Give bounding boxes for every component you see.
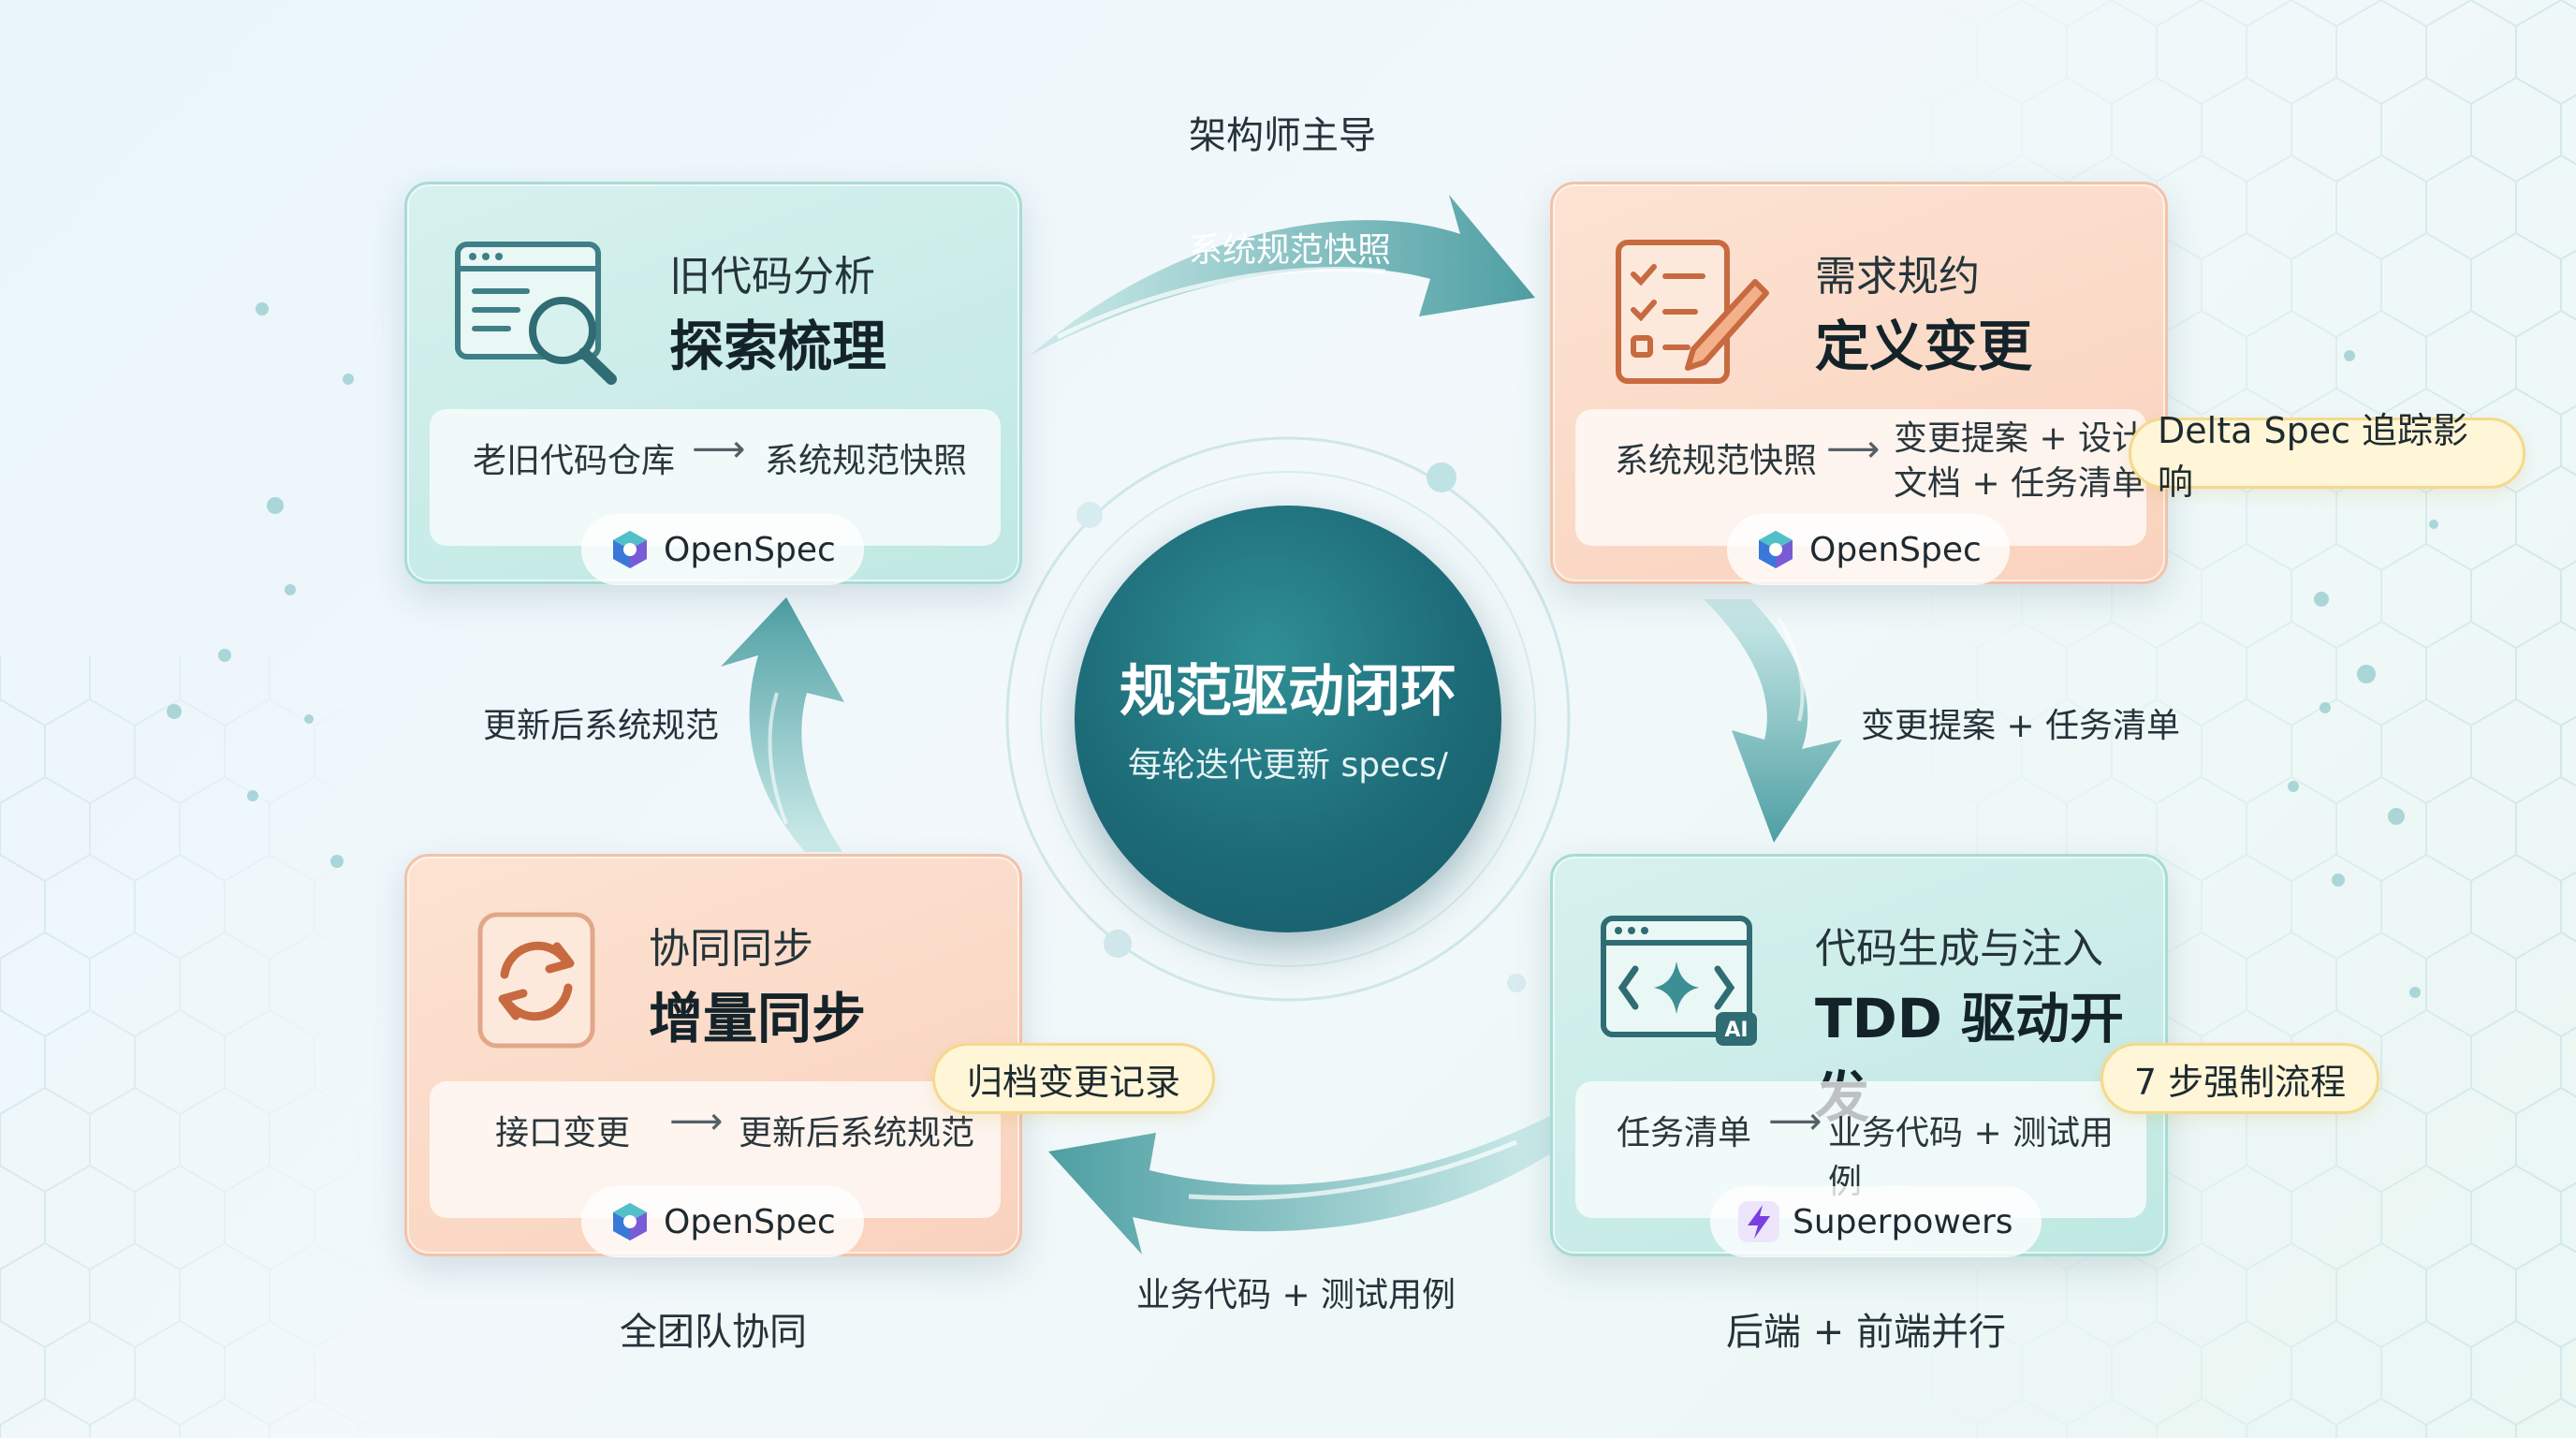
ai-window-icon: AI <box>1601 916 1757 1046</box>
arrow-right <box>1704 599 1842 843</box>
tag-delta-spec: Delta Spec 追踪影响 <box>2129 410 2525 503</box>
label-bottom-arrow: 业务代码 + 测试用例 <box>1136 1276 1456 1314</box>
tool-badge: Superpowers <box>1710 1186 2042 1257</box>
tag-archive: 归档变更记录 <box>932 1043 1215 1114</box>
flow-arrow-icon: ⟶ <box>1768 1100 1822 1143</box>
card-title: 增量同步 <box>649 987 867 1050</box>
label-architect: 架构师主导 <box>1189 114 1376 157</box>
card-flow: 接口变更 ⟶ 更新后系统规范 <box>430 1081 1001 1218</box>
label-backend-frontend: 后端 + 前端并行 <box>1726 1311 2006 1354</box>
card-generate: AI 代码生成与注入 TDD 驱动开发 任务清单 ⟶ 业务代码 + 测试用例 S… <box>1550 854 2168 1257</box>
flow-to-line2: 文档 + 任务清单 <box>1894 464 2146 503</box>
card-subtitle: 需求规约 <box>1815 253 1980 301</box>
flow-to: 更新后系统规范 <box>739 1114 975 1152</box>
tool-name: OpenSpec <box>664 530 836 569</box>
tool-name: OpenSpec <box>664 1202 836 1241</box>
tool-badge: OpenSpec <box>1727 514 2010 585</box>
sync-arrows-icon <box>477 912 595 1049</box>
flow-to: 系统规范快照 <box>765 442 968 480</box>
card-subtitle: 协同同步 <box>649 925 813 973</box>
flow-from: 任务清单 <box>1617 1114 1752 1152</box>
code-search-icon <box>455 242 617 385</box>
center-loop-circle: 规范驱动闭环 每轮迭代更新 specs/ <box>1075 506 1501 932</box>
arrow-top <box>1030 195 1535 356</box>
flow-arrow-icon: ⟶ <box>669 1100 724 1143</box>
label-right-arrow: 变更提案 + 任务清单 <box>1861 707 2181 745</box>
flow-from: 接口变更 <box>495 1114 631 1152</box>
openspec-icon <box>613 531 647 568</box>
card-analyze: 旧代码分析 探索梳理 老旧代码仓库 ⟶ 系统规范快照 OpenSpec <box>404 182 1022 585</box>
center-title: 规范驱动闭环 <box>1120 659 1456 725</box>
label-left-arrow: 更新后系统规范 <box>483 707 720 745</box>
label-whole-team: 全团队协同 <box>620 1311 807 1354</box>
arrow-bottom <box>1048 1114 1554 1255</box>
flow-arrow-icon: ⟶ <box>1826 428 1881 471</box>
card-title: 探索梳理 <box>669 315 887 378</box>
card-sync: 协同同步 增量同步 接口变更 ⟶ 更新后系统规范 OpenSpec <box>404 854 1022 1257</box>
svg-text:AI: AI <box>1724 1019 1748 1042</box>
tag-seven-steps: 7 步强制流程 <box>2100 1043 2379 1114</box>
flow-arrow-icon: ⟶ <box>692 428 746 471</box>
tool-badge: OpenSpec <box>581 514 864 585</box>
tool-name: Superpowers <box>1793 1202 2013 1241</box>
center-subtitle: 每轮迭代更新 specs/ <box>1128 746 1448 785</box>
arrow-left <box>721 597 844 852</box>
card-subtitle: 旧代码分析 <box>669 253 875 301</box>
flow-from: 老旧代码仓库 <box>473 442 676 480</box>
card-title: 定义变更 <box>1815 315 2033 378</box>
card-spec: 需求规约 定义变更 系统规范快照 ⟶ 变更提案 + 设计 文档 + 任务清单 O… <box>1550 182 2168 585</box>
checklist-pen-icon <box>1616 240 1769 384</box>
openspec-icon <box>613 1203 647 1240</box>
tool-name: OpenSpec <box>1809 530 1982 569</box>
flow-from: 系统规范快照 <box>1615 442 1818 480</box>
openspec-icon <box>1759 531 1793 568</box>
lightning-icon <box>1738 1201 1779 1242</box>
tool-badge: OpenSpec <box>581 1186 864 1257</box>
flow-to-line1: 变更提案 + 设计 <box>1894 419 2146 458</box>
label-top-arrow: 系统规范快照 <box>1189 231 1392 270</box>
card-subtitle: 代码生成与注入 <box>1815 925 2103 973</box>
